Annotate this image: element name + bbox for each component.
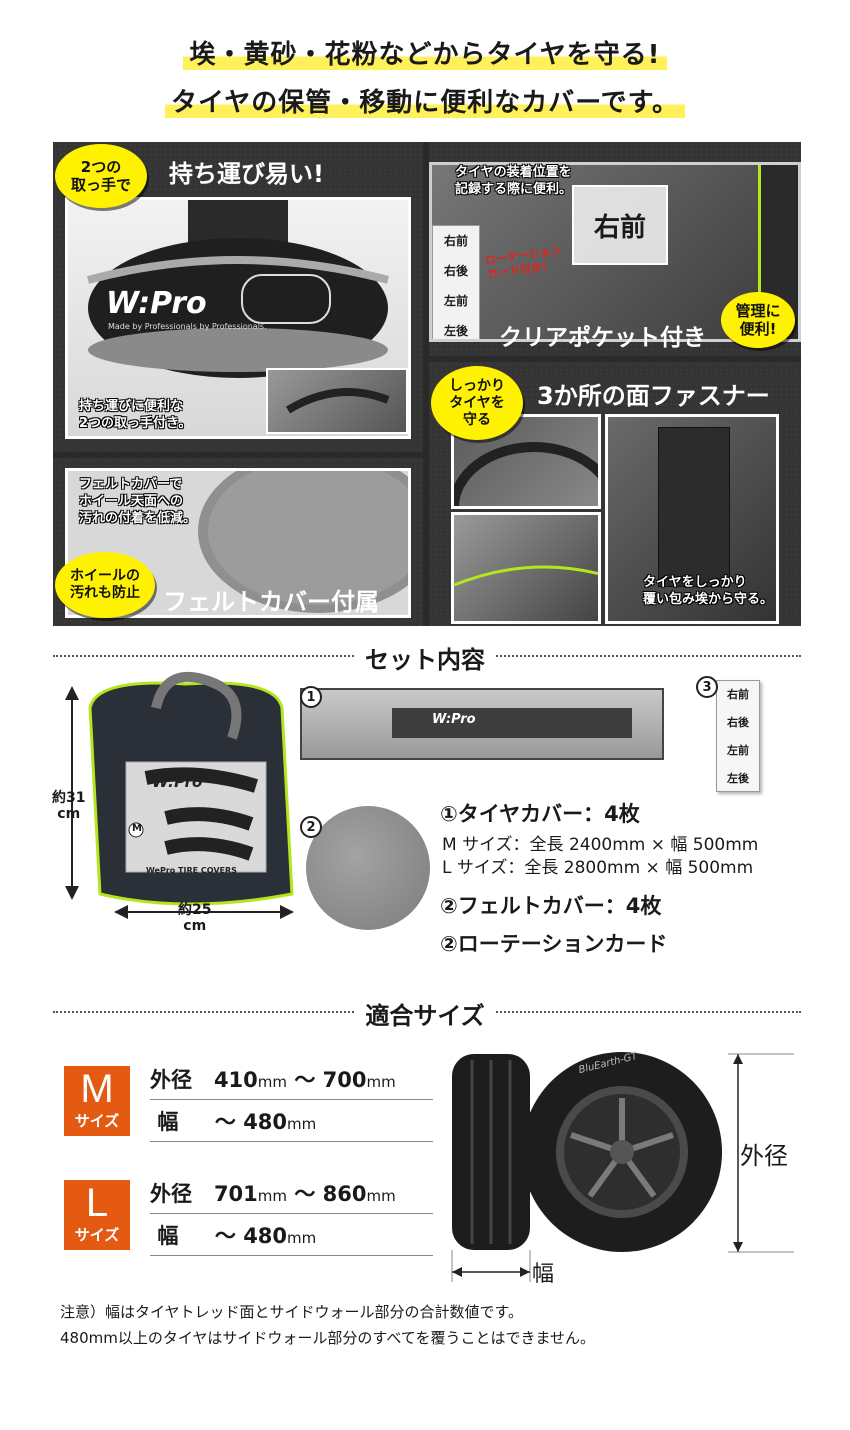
- size-m-letter: M: [80, 1067, 114, 1111]
- footnote-line-2: 480mm以上のタイヤはサイドウォール部分のすべてを覆うことはできません。: [60, 1329, 596, 1347]
- item-3-number: 3: [696, 676, 718, 698]
- size-l-outer-row: 外径 701mm ～ 860mm: [150, 1178, 433, 1214]
- card-pos-0: 右前: [727, 688, 749, 701]
- bag-product-name: WePro TIRE COVERS: [146, 866, 237, 875]
- carry-photo: W:Pro Made by Professionals by Professio…: [65, 197, 411, 439]
- felt-title: フェルトカバー付属: [163, 588, 379, 616]
- rotation-pos-3: 左後: [443, 324, 468, 338]
- carry-brand-logo: W:Pro: [106, 286, 207, 321]
- bag-illustration: [65, 671, 294, 919]
- size-m-outer-row: 外径 410mm ～ 700mm: [150, 1064, 433, 1100]
- bag-height-label: 約31 cm: [52, 790, 86, 822]
- size-m-width-row: 幅 ～ 480mm: [150, 1106, 433, 1142]
- carry-note: 持ち運びに便利な 2つの取っ手付き。: [79, 399, 192, 431]
- size-badge-m: M サイズ: [64, 1066, 130, 1136]
- size-m-label: サイズ: [74, 1112, 120, 1130]
- tire-cover-strip: W:Pro: [300, 688, 664, 760]
- diagram-width-label: 幅: [532, 1262, 555, 1287]
- card-pos-3: 左後: [727, 772, 749, 785]
- cover-brand: W:Pro: [432, 712, 476, 727]
- bag-brand: W:Pro: [152, 773, 203, 791]
- size-l-letter: L: [85, 1181, 109, 1225]
- felt-bubble: ホイールの 汚れも防止: [55, 552, 155, 618]
- card-pos-1: 右後: [727, 716, 749, 729]
- pocket-note: タイヤの装着位置を 記録する際に便利。: [455, 165, 573, 197]
- rotation-pos-2: 左前: [443, 294, 468, 308]
- spec-felt-cover: ②フェルトカバー：4枚: [440, 894, 662, 918]
- size-badge-l: L サイズ: [64, 1180, 130, 1250]
- zipper-note: タイヤをしっかり 覆い包み埃から守る。: [643, 575, 774, 607]
- rotation-card-small: 右前 右後 左前 左後: [432, 225, 480, 339]
- feature-panel-carry: W:Pro Made by Professionals by Professio…: [53, 142, 423, 452]
- zipper-title: 3か所の面ファスナー: [537, 382, 770, 410]
- zipper-photo-2: [451, 512, 601, 624]
- spec-tire-cover: ①タイヤカバー：4枚: [440, 802, 640, 826]
- rotation-card: 右前 右後 左前 左後: [716, 680, 760, 792]
- footnote-line-1: 注意）幅はタイヤトレッド面とサイドウォール部分の合計数値です。: [60, 1303, 524, 1321]
- spec-rotation-card: ②ローテーションカード: [440, 932, 668, 956]
- set-section-title: セット内容: [0, 640, 850, 674]
- zipper-bubble: しっかり タイヤを 守る: [431, 366, 523, 440]
- pocket-title: クリアポケット付き: [499, 325, 706, 351]
- handle-inset-photo: [266, 368, 408, 434]
- cover-band: [392, 708, 632, 738]
- bag-width-label: 約25 cm: [178, 902, 212, 934]
- hook-loop-fastener: [658, 427, 730, 587]
- rotation-pos-0: 右前: [443, 234, 468, 248]
- size-l-width-row: 幅 ～ 480mm: [150, 1220, 433, 1256]
- tire-cover-illustration: [86, 200, 390, 378]
- diagram-outer-label: 外径: [740, 1142, 788, 1170]
- bag-size-mark: M: [132, 823, 142, 834]
- zipper-photo-3: [605, 414, 779, 624]
- carry-bubble: 2つの 取っ手で: [55, 144, 147, 208]
- pocket-bubble: 管理に 便利!: [721, 292, 795, 348]
- tire-size-diagram: [451, 1052, 794, 1282]
- felt-cover-disc: [306, 806, 430, 930]
- card-pos-2: 左前: [727, 744, 749, 757]
- item-1-number: 1: [300, 686, 322, 708]
- feature-grid: W:Pro Made by Professionals by Professio…: [53, 142, 801, 626]
- spec-l-size: L サイズ：全長 2800mm × 幅 500mm: [442, 858, 754, 878]
- headline-line-2: タイヤの保管・移動に便利なカバーです。: [0, 82, 850, 119]
- feature-panel-felt: フェルトカバーで ホイール天面への 汚れの付着を低減。 ホイールの 汚れも防止 …: [53, 458, 423, 626]
- felt-photo: [65, 468, 411, 618]
- clear-pocket-card: 右前: [572, 185, 668, 265]
- spec-m-size: M サイズ：全長 2400mm × 幅 500mm: [442, 835, 759, 855]
- carry-brand-tag: Made by Professionals by Professionals.: [108, 322, 267, 331]
- item-2-number: 2: [300, 816, 322, 838]
- rotation-callout: ローテーション カード付き!: [484, 243, 563, 282]
- fit-section-title: 適合サイズ: [0, 996, 850, 1030]
- feature-panel-zipper: しっかり タイヤを 守る 3か所の面ファスナー タイヤをしっかり 覆い包み埃から…: [429, 362, 801, 626]
- size-l-label: サイズ: [74, 1226, 120, 1244]
- rotation-pos-1: 右後: [443, 264, 468, 278]
- feature-panel-pocket: 右前 右前 右後 左前 左後 ローテーション カード付き! タイヤの装着位置を …: [429, 142, 801, 356]
- felt-note: フェルトカバーで ホイール天面への 汚れの付着を低減。: [79, 477, 197, 526]
- carry-title: 持ち運び易い!: [169, 160, 324, 188]
- headline-line-1: 埃・黄砂・花粉などからタイヤを守る!: [0, 34, 850, 71]
